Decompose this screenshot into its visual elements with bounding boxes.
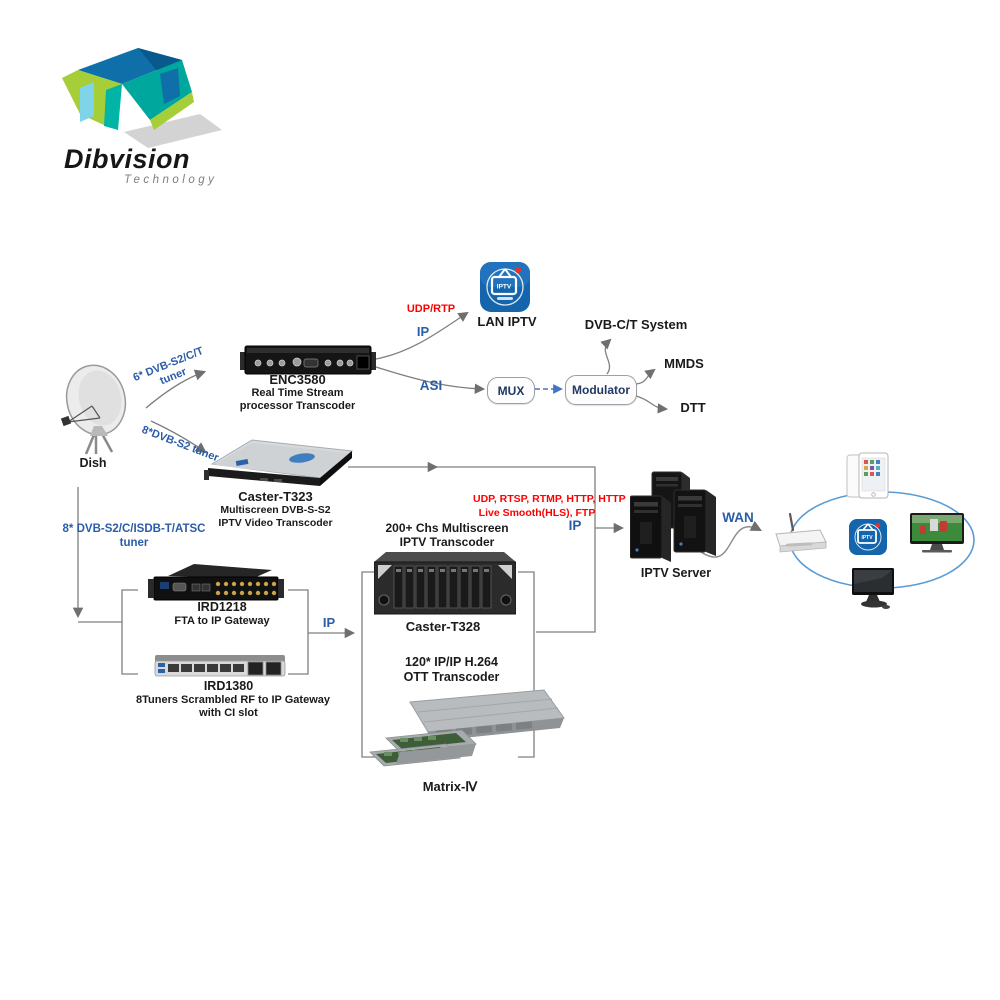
enc3580-sub1: Real Time Stream	[251, 387, 344, 400]
matrix-top-labels: 120* IP/IP H.264 OTT Transcoder	[389, 655, 514, 685]
edge-label-ip-ird: IP	[322, 615, 336, 630]
bracket-t328-right	[518, 571, 535, 758]
monitor-device-image	[852, 568, 894, 609]
dish-label: Dish	[79, 456, 107, 470]
mux-label: MUX	[497, 383, 525, 398]
edge-label-ip-lan: IP	[416, 324, 430, 339]
edge-modulator-dtt	[635, 395, 669, 414]
logo-sub-text: Technology	[124, 174, 218, 186]
lan-iptv-app-icon: IPTV	[480, 262, 530, 312]
edge-enc-mux	[375, 366, 486, 394]
ird1380-labels: IRD1380 8Tuners Scrambled RF to IP Gatew…	[136, 679, 330, 720]
iptv-client-app-icon: IPTV	[849, 519, 887, 555]
dtt-label: DTT	[680, 400, 706, 415]
edge-label-asi: ASI	[419, 378, 443, 393]
t323-title: Caster-T323	[238, 489, 313, 504]
t328-title: Caster-T328	[405, 619, 481, 634]
lan-iptv-label: LAN IPTV	[477, 314, 537, 329]
enc3580-device-image	[240, 345, 376, 375]
modulator-label: Modulator	[572, 383, 630, 397]
dvbct-system-label: DVB-C/T System	[584, 317, 688, 332]
ird1218-device-image	[148, 564, 284, 601]
logo-brand-text: Dibvision	[64, 144, 191, 174]
ird1380-sub1: 8Tuners Scrambled RF to IP Gateway	[136, 693, 330, 706]
enc3580-title: ENC3580	[269, 372, 326, 387]
ird1218-sub1: FTA to IP Gateway	[174, 614, 270, 627]
iptv-server-label: IPTV Server	[640, 566, 712, 580]
matrix-title: Matrix-Ⅳ	[422, 779, 478, 794]
ird1218-labels: IRD1218 FTA to IP Gateway	[152, 600, 292, 628]
edge-server-router	[700, 520, 762, 558]
tablet-devices-image	[846, 452, 889, 499]
edge-t323-trunk	[348, 466, 596, 633]
svg-text:IPTV: IPTV	[497, 284, 512, 291]
satellite-dish-image	[60, 364, 127, 455]
edge-label-protocols: UDP, RTSP, RTMP, HTTP, HTTP Live Smooth(…	[473, 493, 626, 519]
ird1380-sub2: with CI slot	[199, 706, 258, 719]
wifi-router-image	[775, 512, 827, 553]
iptv-server-image	[630, 471, 716, 562]
tv-device-image	[910, 513, 964, 553]
edge-modulator-dvbct	[600, 338, 612, 375]
ird1380-title: IRD1380	[203, 679, 254, 693]
edge-label-ip-server: IP	[568, 518, 582, 533]
enc3580-sub2: processor Transcoder	[239, 400, 356, 413]
t328-top-labels: 200+ Chs Multiscreen IPTV Transcoder	[382, 521, 512, 549]
bracket-t328-left	[361, 571, 378, 758]
edge-label-udp-rtp: UDP/RTP	[406, 303, 456, 315]
caster-t328-device-image	[374, 552, 516, 615]
bracket-ird-left	[121, 589, 138, 675]
matrix-top2: OTT Transcoder	[403, 669, 500, 684]
edge-dish-t323	[150, 420, 207, 454]
t323-sub2: IPTV Video Transcoder	[218, 516, 333, 529]
t323-sub1: Multiscreen DVB-S-S2	[220, 504, 331, 517]
ird1380-device-image	[154, 655, 286, 677]
svg-text:IPTV: IPTV	[861, 535, 873, 541]
matrix-top1: 120* IP/IP H.264	[405, 655, 498, 669]
enc3580-labels: ENC3580 Real Time Stream processor Trans…	[225, 372, 370, 413]
mmds-label: MMDS	[664, 356, 704, 371]
ird1218-title: IRD1218	[197, 600, 247, 614]
matrix-iv-device-image	[369, 689, 565, 767]
t328-top1: 200+ Chs Multiscreen	[385, 521, 509, 535]
dibvision-logo-icon	[62, 48, 222, 148]
caster-t323-labels: Caster-T323 Multiscreen DVB-S-S2 IPTV Vi…	[198, 489, 353, 529]
mux-box: MUX	[487, 377, 535, 404]
edge-label-wan: WAN	[722, 510, 754, 525]
modulator-box: Modulator	[565, 375, 637, 405]
caster-t323-device-image	[204, 439, 354, 486]
edge-enc-laniptv	[375, 311, 469, 360]
edge-label-8x-isdb-tuner: 8* DVB-S2/C/ISDB-T/ATSC tuner	[62, 523, 206, 549]
bracket-ird-right	[288, 589, 309, 675]
edge-modulator-mmds	[635, 368, 656, 385]
t328-top2: IPTV Transcoder	[399, 535, 495, 550]
edge-dish-enc3580	[145, 369, 207, 409]
